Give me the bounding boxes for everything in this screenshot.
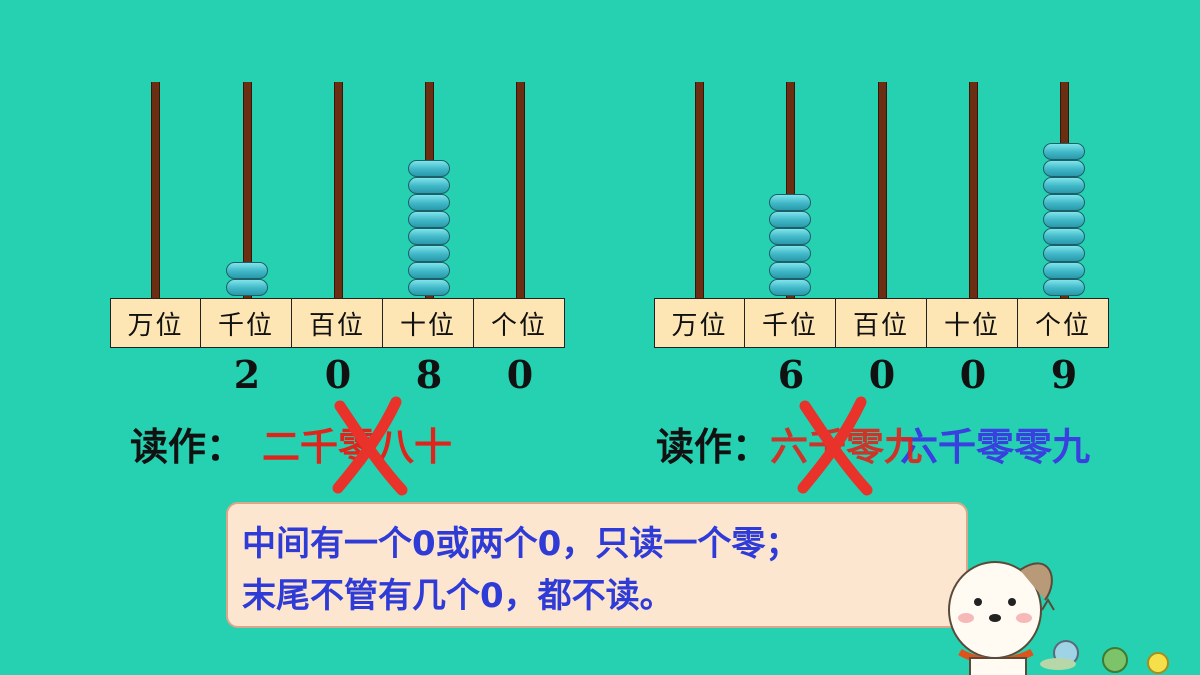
left-label-ge: 个位 [474,298,565,348]
right-label-qian: 千位 [745,298,836,348]
right-bead [769,262,811,279]
left-digit-ge: 0 [506,352,534,397]
left-digit-qian: 2 [233,352,261,397]
rule-note-line1: 中间有一个0或两个0，只读一个零； [242,524,800,564]
right-bead [769,245,811,262]
right-bead [769,228,811,245]
rule-note-line2: 末尾不管有几个0，都不读。 [242,576,674,616]
left-digit-bai: 0 [324,352,352,397]
left-label-shi: 十位 [383,298,474,348]
left-rod-qian [243,82,252,298]
left-rod-wan [151,82,160,298]
left-label-wan: 万位 [110,298,201,348]
right-bead [1043,279,1085,296]
right-cross-mark [797,396,873,496]
right-bead [1043,177,1085,194]
left-bead [408,211,450,228]
left-cross-mark [332,396,408,496]
right-bead [1043,143,1085,160]
right-read-label: 读作： [656,425,771,469]
left-bead [226,279,268,296]
right-label-ge: 个位 [1018,298,1109,348]
right-bead [1043,194,1085,211]
left-bead [408,177,450,194]
right-digit-bai: 0 [868,352,896,397]
cartoon-dog-icon [948,561,1169,675]
right-digit-qian: 6 [777,352,805,397]
right-bead [769,279,811,296]
right-label-shi: 十位 [927,298,1018,348]
left-rod-bai [334,82,343,298]
right-read-text-blue: 六千零零九 [900,425,1091,469]
left-bead [408,262,450,279]
left-digit-shi: 8 [415,352,443,397]
left-bead [408,160,450,177]
right-digit-ge: 9 [1050,352,1078,397]
right-bead [769,211,811,228]
right-digit-shi: 0 [959,352,987,397]
left-bead [408,245,450,262]
right-bead [1043,211,1085,228]
left-bead [408,228,450,245]
right-bead [1043,160,1085,177]
right-rod-bai [878,82,887,298]
left-rod-ge [516,82,525,298]
left-label-qian: 千位 [201,298,292,348]
rule-note-box: 中间有一个0或两个0，只读一个零； 末尾不管有几个0，都不读。 [226,502,968,628]
right-rod-shi [969,82,978,298]
right-bead [769,194,811,211]
right-rod-qian [786,82,795,298]
right-label-wan: 万位 [654,298,745,348]
left-bead [226,262,268,279]
right-bead [1043,245,1085,262]
right-bead [1043,228,1085,245]
right-label-bai: 百位 [836,298,927,348]
left-label-bai: 百位 [292,298,383,348]
left-read-label: 读作： [130,425,245,469]
left-place-labels: 万位 千位 百位 十位 个位 [110,298,565,348]
right-rod-wan [695,82,704,298]
left-bead [408,279,450,296]
right-bead [1043,262,1085,279]
left-bead [408,194,450,211]
right-place-labels: 万位 千位 百位 十位 个位 [654,298,1109,348]
